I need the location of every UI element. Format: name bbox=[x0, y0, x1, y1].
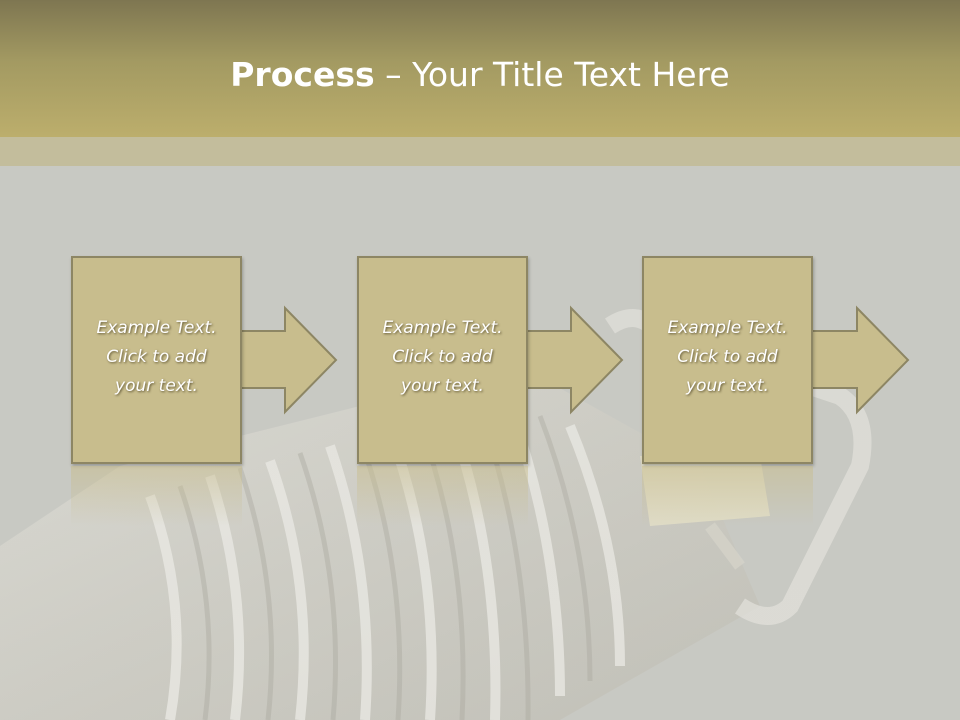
step-3-box[interactable]: Example Text. Click to add your text. bbox=[642, 256, 813, 464]
step-2-arrow bbox=[526, 305, 624, 415]
step-1-text: Example Text. Click to add your text. bbox=[96, 318, 217, 396]
header-band bbox=[0, 137, 960, 166]
step-2-text: Example Text. Click to add your text. bbox=[382, 318, 503, 396]
step-1-box[interactable]: Example Text. Click to add your text. bbox=[71, 256, 242, 464]
step-1-reflection bbox=[71, 466, 242, 526]
title-bold: Process bbox=[230, 55, 375, 94]
step-3-text: Example Text. Click to add your text. bbox=[667, 318, 788, 396]
step-3-reflection bbox=[642, 466, 813, 526]
step-2-reflection bbox=[357, 466, 528, 526]
step-1-arrow bbox=[240, 305, 338, 415]
step-3-arrow bbox=[812, 305, 910, 415]
slide-title[interactable]: Process – Your Title Text Here bbox=[0, 50, 960, 100]
title-rest: – Your Title Text Here bbox=[374, 55, 730, 94]
header-bar bbox=[0, 0, 960, 137]
step-2-box[interactable]: Example Text. Click to add your text. bbox=[357, 256, 528, 464]
